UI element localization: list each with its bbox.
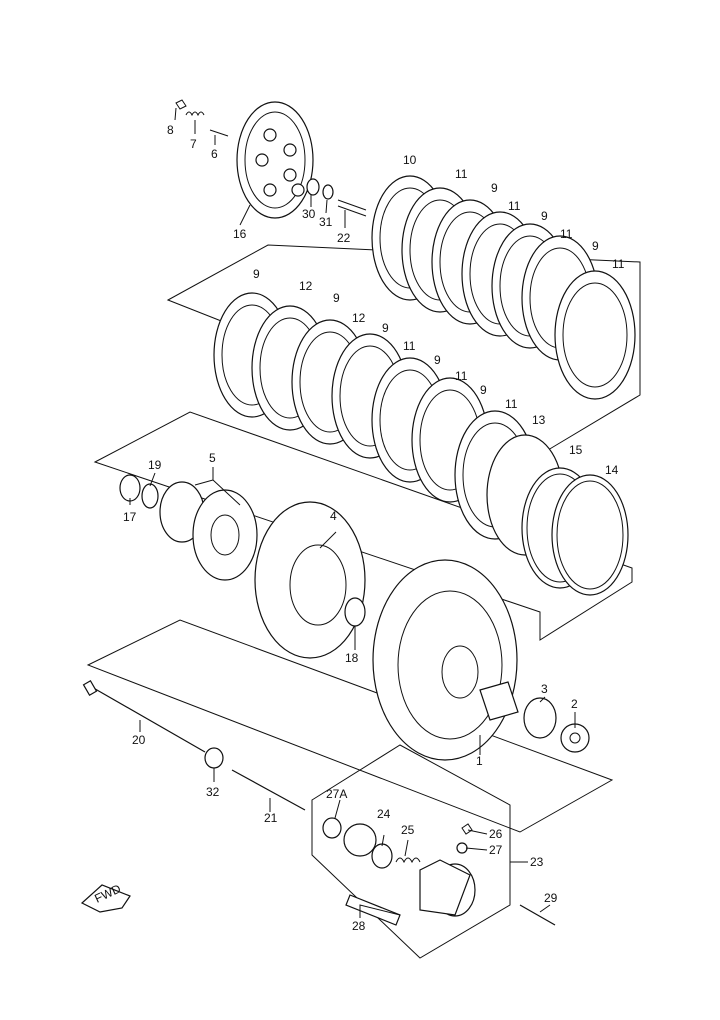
middle-plate-stack	[213, 292, 629, 596]
washer-32	[204, 747, 224, 769]
nut-17	[119, 474, 141, 502]
label-12-a: 12	[299, 279, 313, 293]
fwd-arrow-shape	[80, 884, 131, 913]
seal-24	[371, 843, 393, 869]
label-20: 20	[132, 733, 146, 747]
label-11-f: 11	[455, 369, 468, 383]
sleeve-hub-4	[254, 501, 366, 659]
label-24: 24	[377, 807, 391, 821]
pressure-plate-assembly	[175, 99, 367, 219]
label-9-b: 9	[541, 209, 548, 223]
label-28: 28	[352, 919, 366, 933]
rod-group	[82, 679, 306, 811]
label-9-e: 9	[333, 291, 340, 305]
label-18: 18	[345, 651, 359, 665]
label-11-b: 11	[508, 199, 521, 213]
push-rod-20	[89, 685, 206, 753]
bolt-29	[519, 904, 556, 926]
label-9-f: 9	[382, 321, 389, 335]
label-27: 27	[489, 843, 503, 857]
washer-30	[306, 178, 320, 196]
spring-25	[395, 857, 421, 864]
push-rod-21	[231, 769, 306, 811]
label-9-g: 9	[434, 353, 441, 367]
label-2: 2	[571, 697, 578, 711]
ring-14	[551, 474, 629, 596]
label-11-a: 11	[455, 167, 468, 181]
label-15: 15	[569, 443, 583, 457]
label-9-a: 9	[491, 181, 498, 195]
washer-2	[560, 723, 590, 753]
spring-7	[185, 111, 205, 117]
upper-plate-stack	[371, 175, 636, 400]
label-29: 29	[544, 891, 558, 905]
bearing-3	[523, 697, 557, 739]
release-group-outline	[311, 744, 511, 959]
label-11-g: 11	[505, 397, 518, 411]
bleeder-26	[461, 823, 473, 835]
label-7: 7	[190, 137, 197, 151]
bearing-31	[322, 184, 334, 200]
cam-5b	[192, 489, 258, 581]
label-16: 16	[233, 227, 247, 241]
label-4: 4	[330, 509, 337, 523]
label-11-c: 11	[560, 227, 573, 241]
spacer-1b	[479, 681, 519, 721]
shaft-group-outline	[86, 619, 614, 833]
hub-group-outline	[93, 411, 633, 641]
label-19: 19	[148, 458, 162, 472]
washer-18	[344, 597, 366, 627]
fwd-arrow: FWD	[80, 881, 131, 913]
label-13: 13	[532, 413, 546, 427]
part-labels: 1 2 3 4 5 6 7 8 9 9 9 9 9 9 9 9 9 10 11 …	[123, 123, 625, 933]
label-17: 17	[123, 510, 137, 524]
label-6: 6	[211, 147, 218, 161]
seal-27a	[322, 817, 342, 839]
label-9-d: 9	[253, 267, 260, 281]
label-1: 1	[476, 754, 483, 768]
label-30: 30	[302, 207, 316, 221]
hub-group	[119, 474, 366, 659]
label-11-d: 11	[612, 257, 625, 271]
bolt-8	[175, 99, 187, 110]
label-25: 25	[401, 823, 415, 837]
label-32: 32	[206, 785, 220, 799]
clutch-housing-1	[372, 559, 518, 761]
label-9-h: 9	[480, 383, 487, 397]
label-3: 3	[541, 682, 548, 696]
label-31: 31	[319, 215, 333, 229]
label-22: 22	[337, 231, 351, 245]
piston-24a	[343, 823, 377, 857]
leader-lines	[129, 107, 576, 918]
label-12-b: 12	[352, 311, 366, 325]
label-21: 21	[264, 811, 278, 825]
pin-28	[345, 894, 401, 926]
label-9-c: 9	[592, 239, 599, 253]
label-14: 14	[605, 463, 619, 477]
pressure-plate	[236, 101, 314, 219]
release-cylinder-group	[322, 817, 556, 926]
label-10: 10	[403, 153, 417, 167]
label-26: 26	[489, 827, 503, 841]
primary-gear-group	[372, 559, 590, 761]
label-27a: 27A	[326, 787, 347, 801]
washer-19	[141, 483, 159, 509]
cap-27	[456, 842, 468, 854]
label-11-e: 11	[403, 339, 416, 353]
label-23: 23	[530, 855, 544, 869]
rod-22	[337, 199, 367, 217]
pin-6	[209, 129, 229, 137]
label-8: 8	[167, 123, 174, 137]
label-5: 5	[209, 451, 216, 465]
